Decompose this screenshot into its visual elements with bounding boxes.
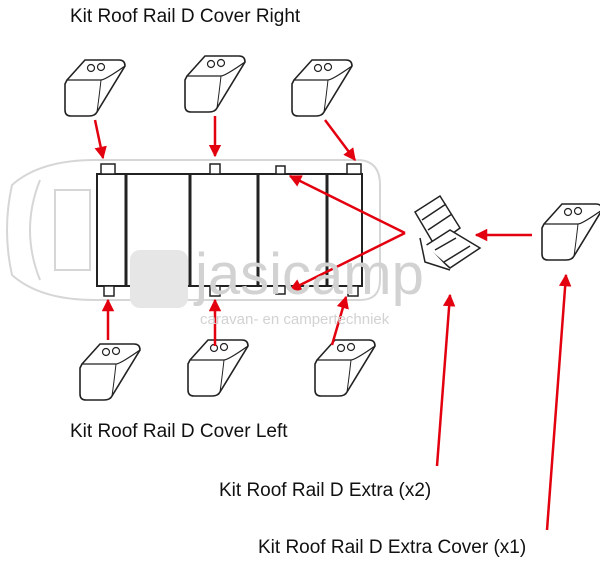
- cover-left-3: [314, 339, 376, 397]
- label-extra: Kit Roof Rail D Extra (x2): [219, 480, 432, 501]
- label-cover-left: Kit Roof Rail D Cover Left: [70, 421, 288, 442]
- label-extra-cover: Kit Roof Rail D Extra Cover (x1): [258, 537, 527, 558]
- roof-rack: [96, 163, 363, 297]
- cover-right-2: [184, 55, 246, 113]
- cover-left-1: [79, 343, 141, 401]
- label-cover-right: Kit Roof Rail D Cover Right: [70, 6, 301, 27]
- cover-right-3: [291, 59, 353, 117]
- cover-left-2: [187, 339, 249, 397]
- watermark-tagline: caravan- en campertechniek: [200, 311, 390, 328]
- extra-bracket: [413, 194, 482, 271]
- arrows: [93, 116, 572, 531]
- extra-cover: [541, 203, 600, 261]
- watermark: jasicamp caravan- en campertechniek: [130, 242, 424, 328]
- van-outline: [6, 159, 381, 301]
- cover-right-1: [64, 59, 126, 117]
- watermark-brand: jasicamp: [193, 242, 424, 307]
